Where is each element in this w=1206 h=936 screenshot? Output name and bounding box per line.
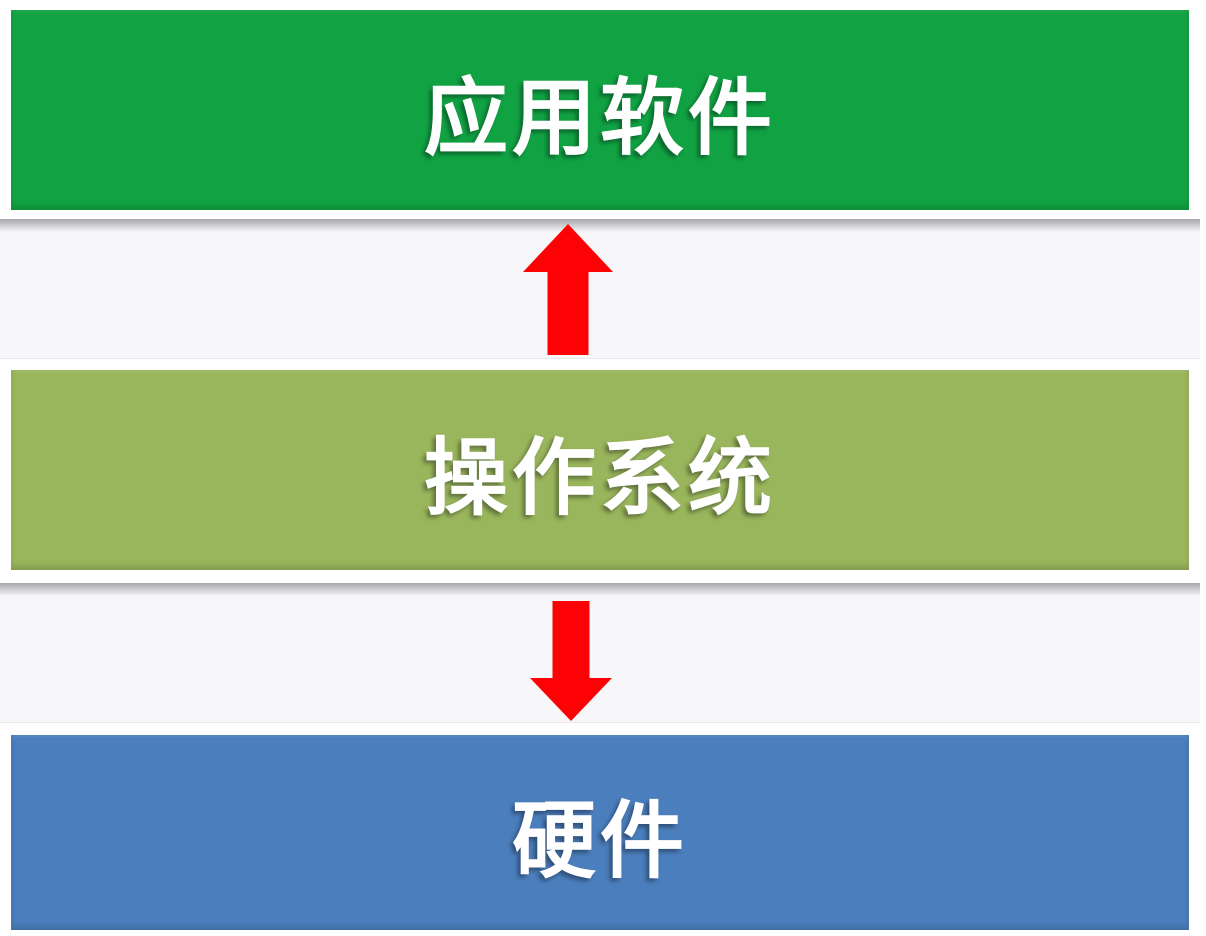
gap-band-lower xyxy=(0,583,1200,723)
arrow-down-icon xyxy=(530,601,612,721)
gap-band-upper xyxy=(0,219,1200,359)
layer-operating-system: 操作系统 xyxy=(11,370,1189,570)
layer-hardware-label: 硬件 xyxy=(511,791,688,890)
layer-application-software-label: 应用软件 xyxy=(423,69,776,167)
layer-operating-system-label: 操作系统 xyxy=(423,429,776,527)
layer-application-software: 应用软件 xyxy=(11,10,1189,210)
arrow-up-icon xyxy=(523,224,613,355)
layer-hardware: 硬件 xyxy=(11,735,1189,930)
